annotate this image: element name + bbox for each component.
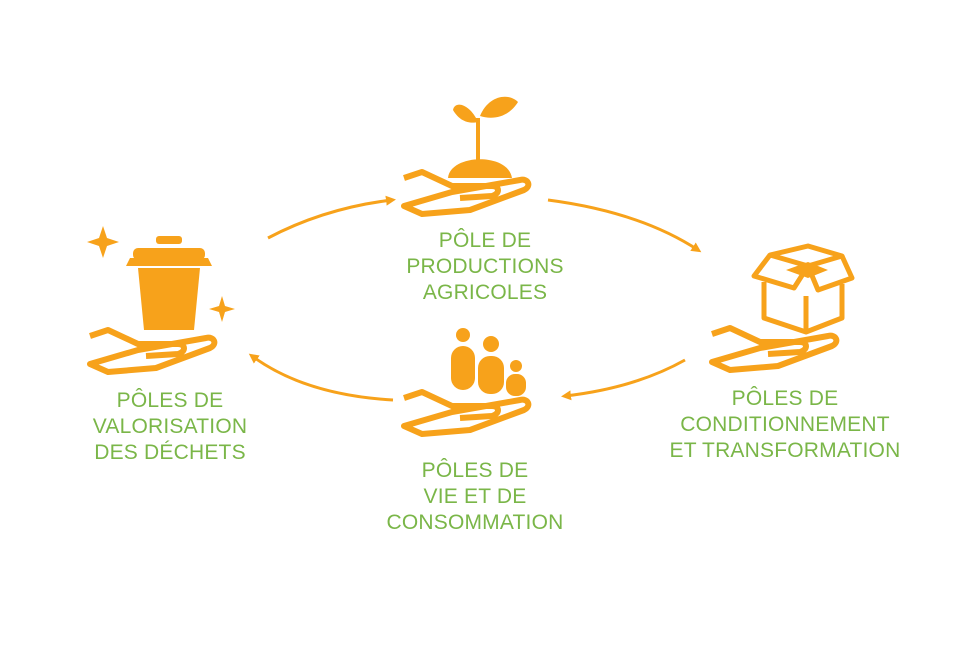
label-line: PÔLES DE bbox=[731, 387, 839, 410]
label-line: AGRICOLES bbox=[422, 281, 548, 304]
arrow-agricoles-to-conditionnement bbox=[547, 198, 702, 253]
label-vie-consommation: PÔLES DE VIE ET DE CONSOMMATION bbox=[360, 458, 590, 536]
label-productions-agricoles: PÔLE DE PRODUCTIONS AGRICOLES bbox=[385, 228, 585, 306]
label-conditionnement: PÔLES DE CONDITIONNEMENT ET TRANSFORMATI… bbox=[650, 386, 920, 464]
hand-box-icon bbox=[709, 243, 855, 373]
label-valorisation-dechets: PÔLES DE VALORISATION DES DÉCHETS bbox=[70, 388, 270, 466]
hand-bin-icon bbox=[87, 226, 235, 375]
label-line: VIE ET DE bbox=[423, 485, 527, 508]
hand-people-icon bbox=[401, 328, 532, 437]
label-line: PRODUCTIONS bbox=[406, 255, 564, 278]
label-line: PÔLES DE bbox=[421, 459, 529, 482]
label-line: DES DÉCHETS bbox=[94, 441, 246, 464]
label-line: CONDITIONNEMENT bbox=[680, 413, 890, 436]
label-line: PÔLES DE bbox=[116, 389, 224, 412]
label-line: VALORISATION bbox=[92, 415, 248, 438]
arrow-vie-to-valorisation bbox=[248, 353, 394, 402]
arrow-valorisation-to-agricoles bbox=[267, 195, 396, 240]
label-line: ET TRANSFORMATION bbox=[669, 439, 901, 462]
label-line: CONSOMMATION bbox=[386, 511, 564, 534]
arrow-conditionnement-to-vie bbox=[561, 358, 686, 401]
label-line: PÔLE DE bbox=[438, 229, 532, 252]
hand-plant-icon bbox=[401, 96, 532, 217]
